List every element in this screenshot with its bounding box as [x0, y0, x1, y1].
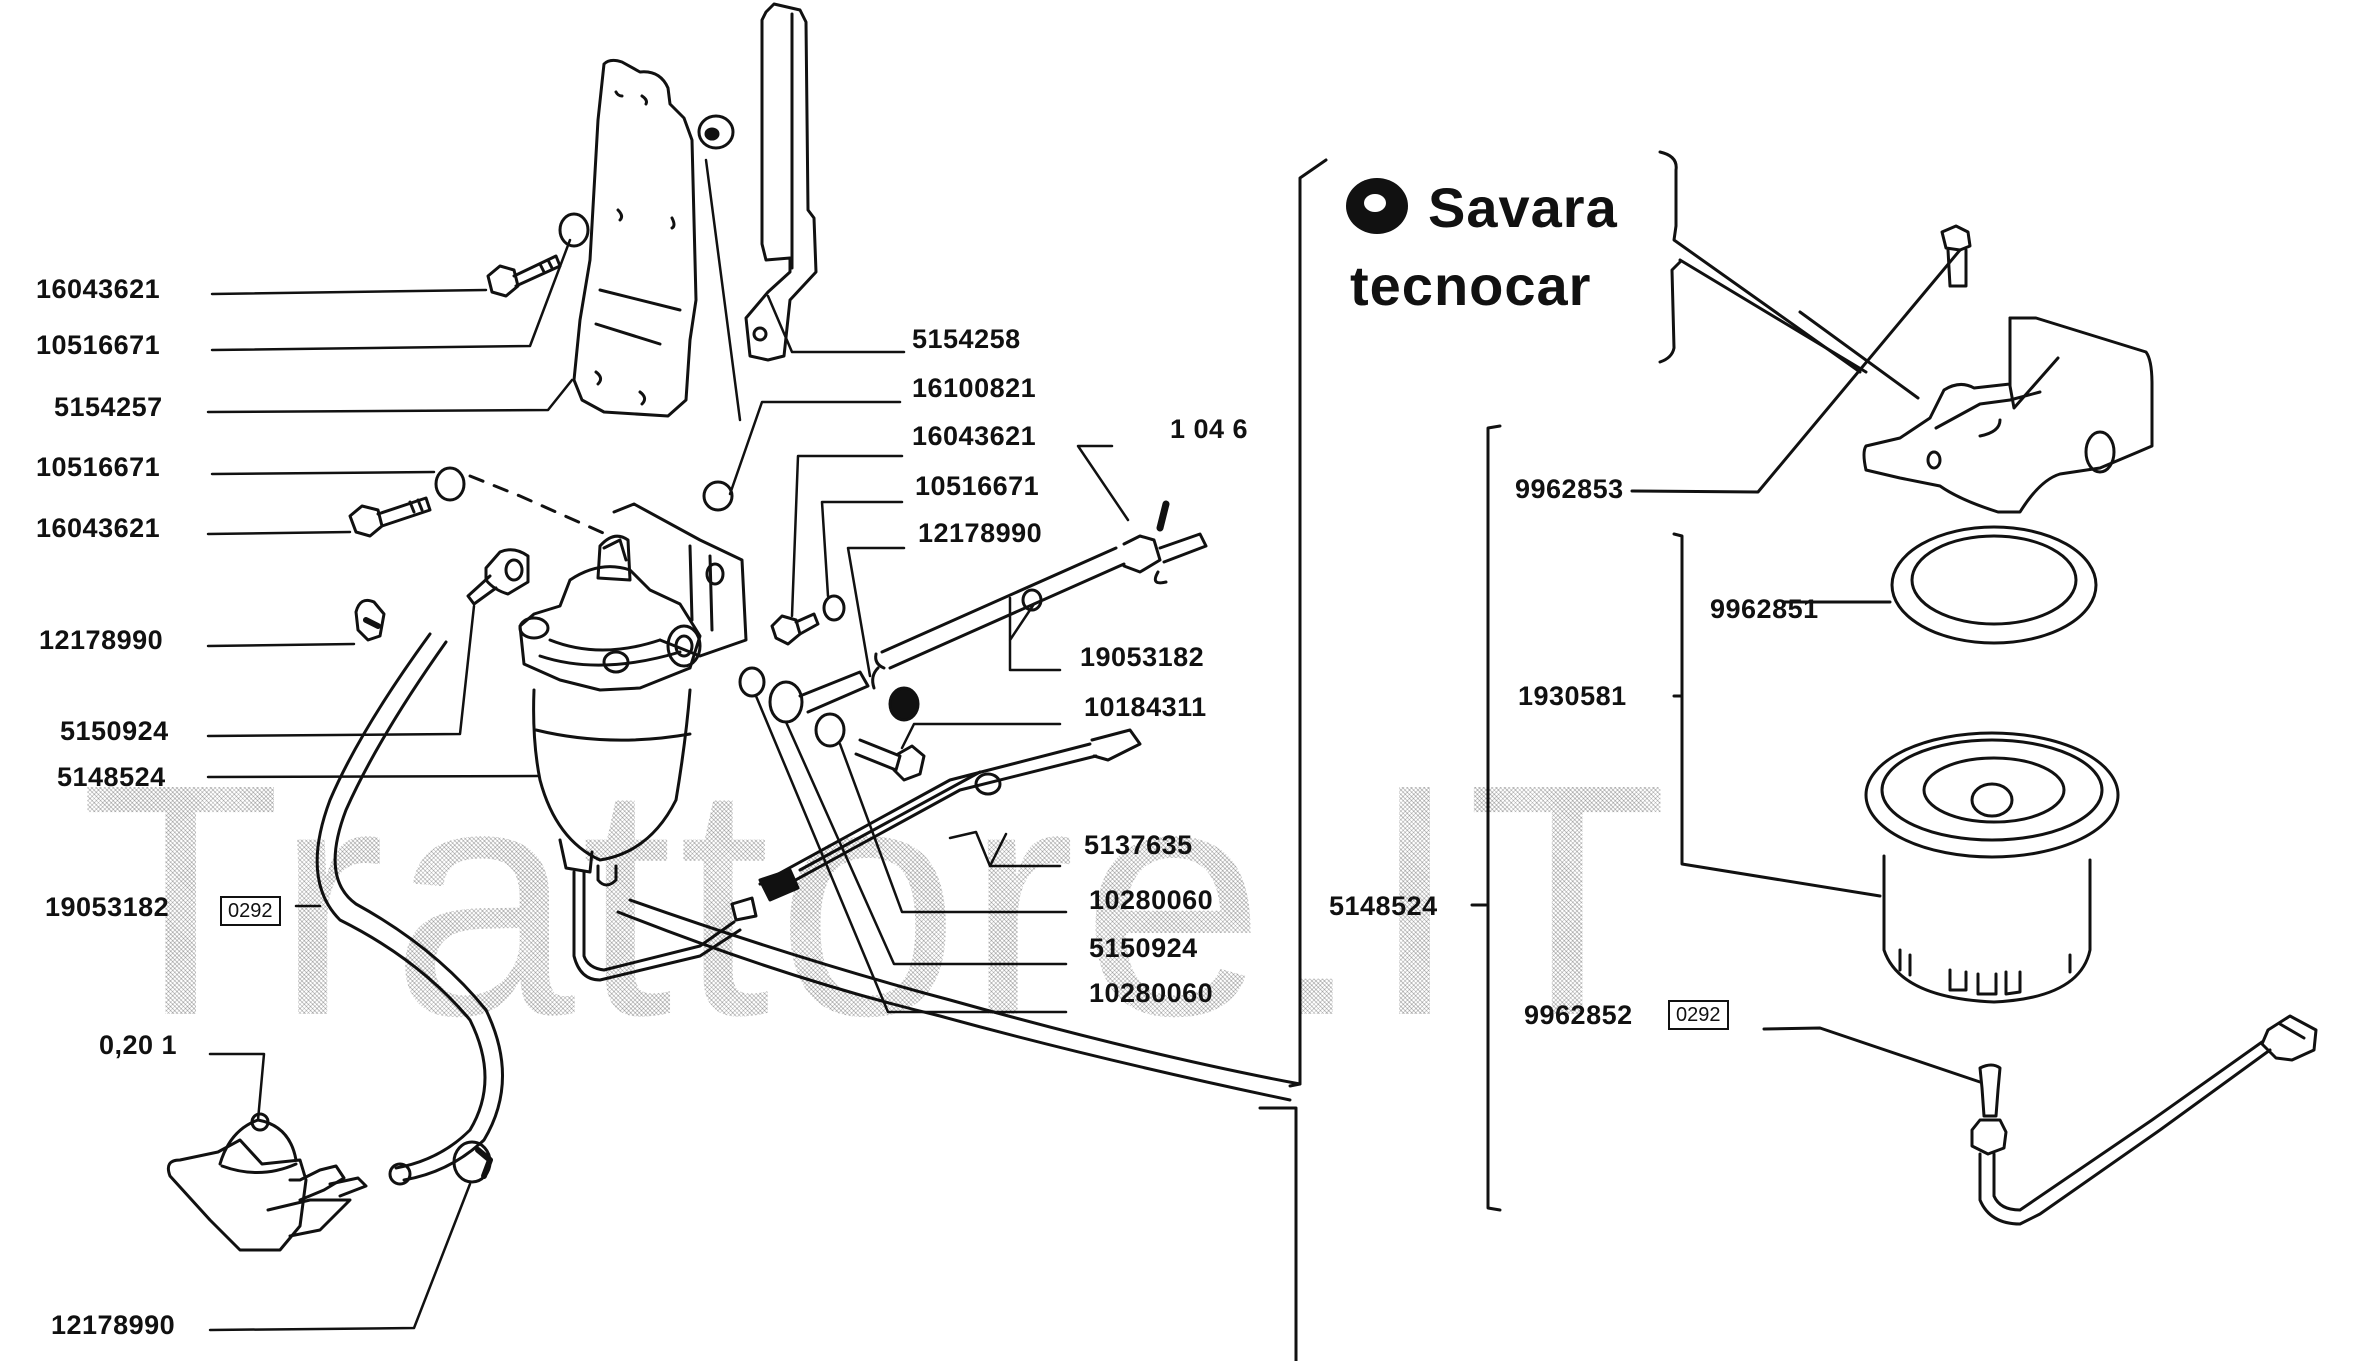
section-divider: [1258, 158, 1328, 1361]
part-label[interactable]: 19053182: [1080, 642, 1205, 672]
part-label[interactable]: 10280060: [1089, 978, 1214, 1008]
part-label[interactable]: 9962851: [1710, 594, 1819, 624]
dashed-alignment-line: [468, 474, 612, 538]
part-label[interactable]: 12178990: [51, 1310, 176, 1340]
washer-10516671-top: [558, 212, 590, 248]
part-label[interactable]: 5150924: [60, 716, 169, 746]
filter-cartridge: [1864, 731, 2120, 1004]
washer-10516671-mid: [434, 466, 466, 502]
washer-10280060: [814, 712, 846, 748]
part-label[interactable]: 16043621: [912, 421, 1037, 451]
fuel-filter-assembly: [466, 502, 748, 887]
fuel-pipe-19053182: [874, 546, 1126, 670]
part-label[interactable]: 12178990: [918, 518, 1043, 548]
part-label[interactable]: 12178990: [39, 625, 164, 655]
sensor-wire-sweep: [628, 898, 1302, 1086]
savara-logo-icon: [1346, 178, 1408, 234]
part-label[interactable]: 10516671: [36, 330, 161, 360]
part-label[interactable]: 16100821: [912, 373, 1037, 403]
part-label[interactable]: 10184311: [1084, 692, 1207, 722]
code-badge: 0292: [220, 896, 281, 926]
fuel-tap-1046: [1122, 500, 1208, 585]
brand-brace: [1658, 150, 1868, 374]
part-label[interactable]: 0,20 1: [99, 1030, 178, 1060]
filter-head-bolt: [1940, 224, 1972, 288]
fuel-feed-pump: [166, 1112, 368, 1252]
throttle-lever: [744, 2, 818, 362]
leader-lines-right: [1470, 248, 1982, 1212]
banjo-union-10280060: [798, 670, 870, 714]
leader-lines-left: [206, 238, 574, 1332]
bolt-10184311: [854, 738, 926, 782]
fuel-hose: [315, 632, 504, 1186]
brand-line-2: tecnocar: [1350, 254, 1592, 317]
part-label[interactable]: 1 04 6: [1170, 414, 1249, 444]
washer-5150924-b: [768, 680, 804, 724]
code-badge: 0292: [1668, 1000, 1729, 1030]
part-label[interactable]: 5154257: [54, 392, 163, 422]
union-12178990-center: [871, 666, 920, 722]
water-sensor-9962852: [1970, 1014, 2318, 1226]
washer-10516671-center: [822, 594, 846, 622]
part-label[interactable]: 5137635: [1084, 830, 1193, 860]
nut-16100821-top: [697, 114, 735, 150]
mounting-bracket: [572, 58, 698, 418]
drain-line: [572, 870, 742, 982]
part-label[interactable]: 5148524: [57, 762, 166, 792]
brand-line-1: Savara: [1428, 176, 1618, 239]
hose-clamp-lower: [452, 1140, 493, 1184]
part-label[interactable]: 10516671: [36, 452, 161, 482]
part-label[interactable]: 5150924: [1089, 933, 1198, 963]
sensor-wire-sweep-2: [616, 910, 1292, 1102]
bolt-16043621-top: [486, 254, 562, 298]
banjo-bolt-16043621: [770, 612, 820, 646]
nut-16100821-mid: [702, 480, 734, 512]
part-label[interactable]: 10280060: [1089, 885, 1214, 915]
part-label[interactable]: 10516671: [915, 471, 1040, 501]
filter-head-9962853: [1862, 316, 2154, 514]
part-label[interactable]: 9962852: [1524, 1000, 1633, 1030]
part-label[interactable]: 5154258: [912, 324, 1021, 354]
part-label[interactable]: 19053182: [45, 892, 170, 922]
drain-line-inner: [582, 870, 736, 972]
part-label[interactable]: 16043621: [36, 274, 161, 304]
part-label[interactable]: 9962853: [1515, 474, 1624, 504]
wiring-harness-5137635: [730, 728, 1142, 922]
leader-lines-center: [704, 158, 1130, 1014]
washer-5150924-a: [738, 666, 766, 698]
part-label[interactable]: 5148524: [1329, 891, 1438, 921]
hose-clamp-upper: [354, 598, 386, 642]
part-label[interactable]: 16043621: [36, 513, 161, 543]
bolt-16043621-mid: [348, 496, 432, 538]
filter-gasket-9962851: [1890, 525, 2098, 645]
part-label[interactable]: 1930581: [1518, 681, 1627, 711]
